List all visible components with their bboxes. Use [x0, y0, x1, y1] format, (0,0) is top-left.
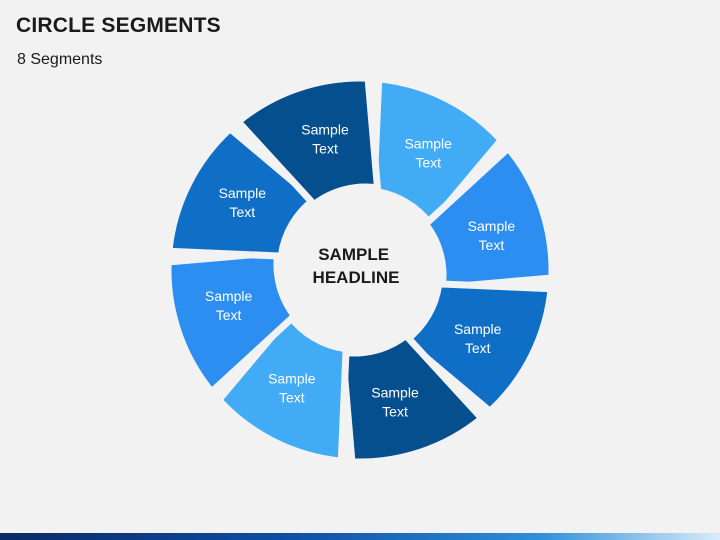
segment-label-line-2: Text	[382, 403, 408, 419]
circle-segment-5	[214, 310, 350, 465]
segment-label-line-2: Text	[312, 141, 338, 157]
segment-label-line-1: Sample	[268, 371, 316, 387]
segment-label-line-2: Text	[415, 154, 441, 170]
slide-title: CIRCLE SEGMENTS	[16, 14, 221, 37]
center-headline: SAMPLE HEADLINE	[313, 245, 400, 287]
segment-label-line-2: Text	[229, 204, 255, 220]
segment-label-line-1: Sample	[404, 135, 452, 151]
slide-subtitle: 8 Segments	[17, 51, 103, 68]
bottom-accent-bar	[0, 533, 720, 540]
segment-label-line-1: Sample	[468, 218, 516, 234]
segment-label-line-2: Text	[479, 237, 505, 253]
segment-label-line-1: Sample	[371, 384, 419, 400]
segment-label-line-2: Text	[216, 307, 242, 323]
circle-segment-2	[420, 143, 556, 292]
headline-line-2: HEADLINE	[313, 268, 400, 287]
circle-segment-3	[400, 280, 555, 416]
segment-label-line-2: Text	[465, 340, 491, 356]
segment-label-line-1: Sample	[301, 122, 349, 138]
circle-segment-7	[165, 124, 320, 260]
circle-segment-4	[338, 330, 487, 466]
circle-segment-6	[164, 248, 300, 397]
segment-label-line-1: Sample	[219, 185, 267, 201]
segment-label-line-2: Text	[279, 390, 305, 406]
segment-label-line-1: Sample	[205, 288, 253, 304]
segment-label-line-1: Sample	[454, 321, 502, 337]
circle-segment-1	[370, 75, 506, 230]
headline-line-1: SAMPLE	[318, 245, 389, 264]
circle-segment-8	[233, 74, 382, 210]
